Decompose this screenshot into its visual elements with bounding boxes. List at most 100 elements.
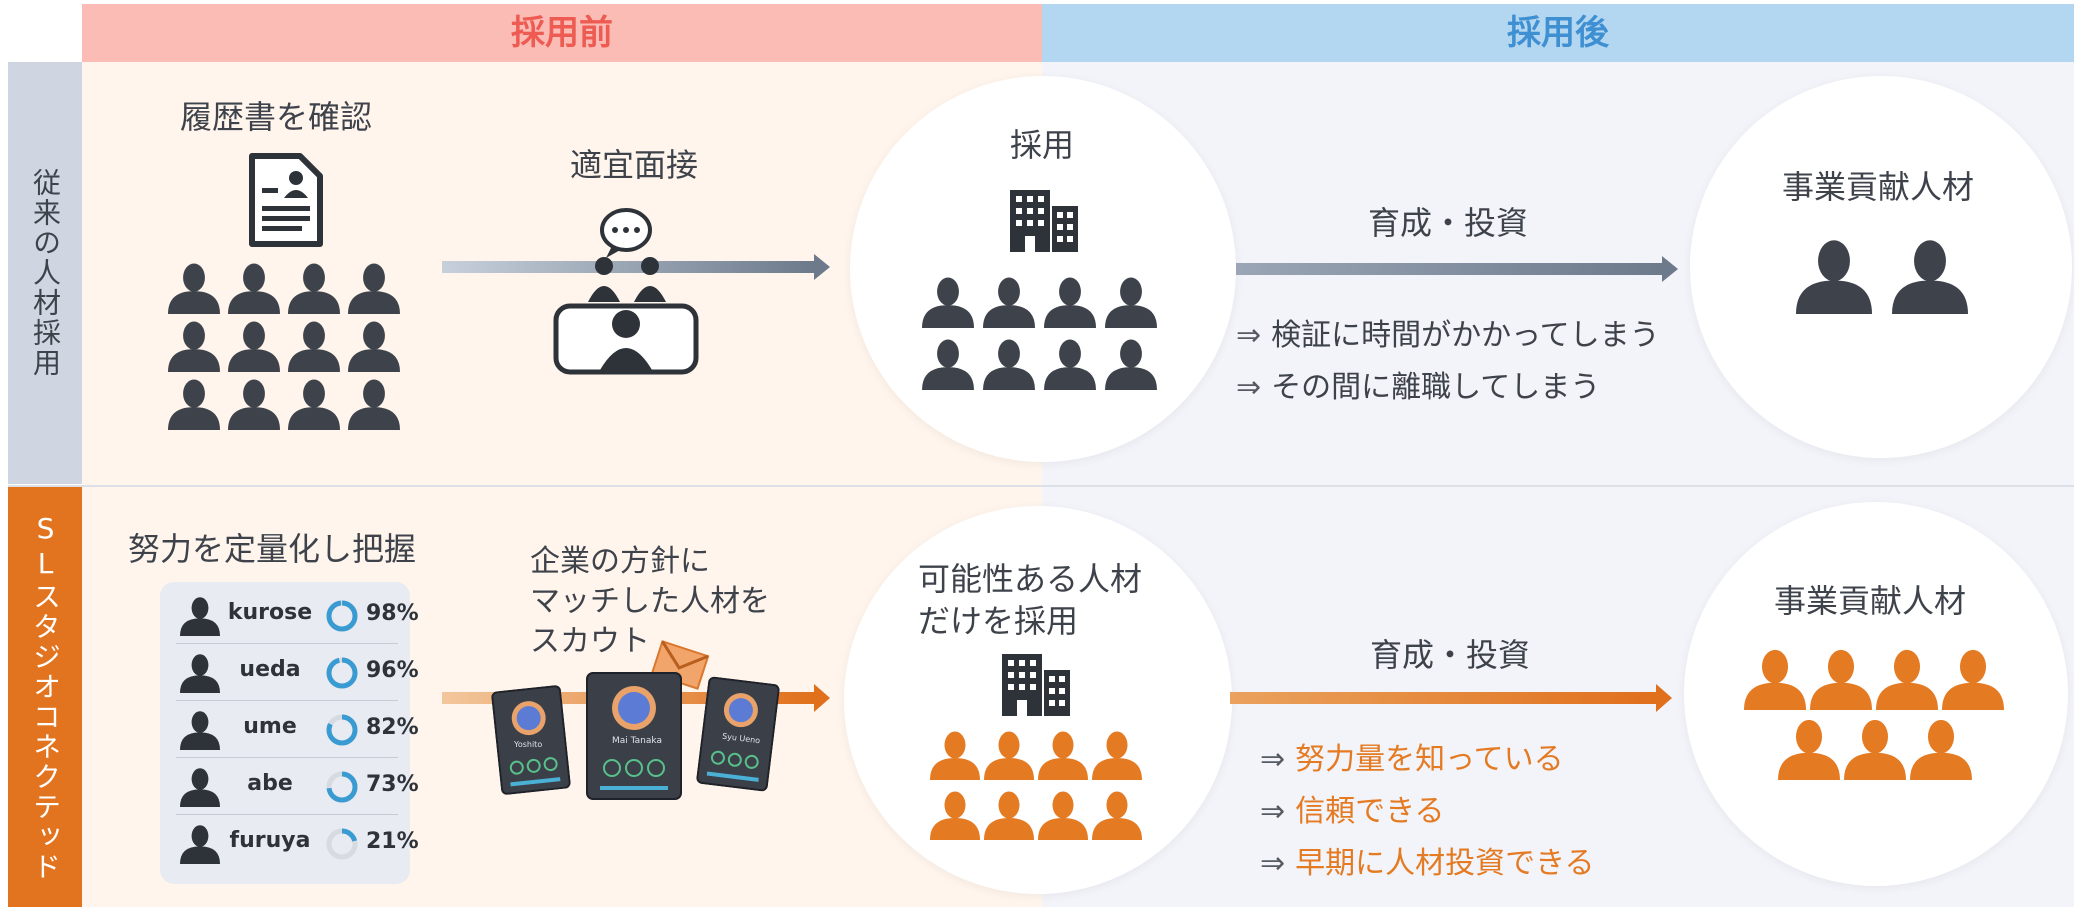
person-icon	[1044, 277, 1096, 328]
contributor-circle-top	[1690, 76, 2072, 458]
person-icon	[1105, 277, 1157, 328]
bottom-bullet-2: ⇒信頼できる	[1260, 794, 1445, 829]
person-icon	[1044, 339, 1096, 390]
progress-donut	[326, 600, 358, 632]
interview-icon	[552, 206, 702, 378]
ranking-percent: 21%	[366, 829, 419, 854]
person-icon	[180, 654, 220, 693]
top-bullet-1: ⇒検証に時間がかかってしまう	[1236, 318, 1660, 353]
person-icon	[180, 597, 220, 636]
person-icon	[1038, 731, 1088, 780]
person-icon	[1744, 649, 1806, 710]
person-icon	[1092, 791, 1142, 840]
ranking-name: abe	[247, 771, 293, 796]
row-label-traditional: 従来の人材採用	[8, 62, 82, 484]
user-avatar-icon	[180, 711, 220, 750]
person-icon	[1910, 719, 1972, 780]
person-icon	[180, 768, 220, 807]
person-icon	[348, 321, 400, 372]
arrow-train-top	[1236, 254, 1680, 284]
person-icon	[930, 791, 980, 840]
person-icon	[1778, 719, 1840, 780]
person-icon	[168, 379, 220, 430]
card-name-center: Mai Tanaka	[612, 736, 662, 746]
ranking-row: furuya 21%	[176, 816, 419, 872]
top-bullet-2: ⇒その間に離職してしまう	[1236, 370, 1601, 405]
scout-line-3: スカウト	[530, 624, 650, 659]
contributor-people-bottom	[1744, 648, 2008, 784]
card-name-left: Yoshito	[514, 740, 543, 749]
ranking-percent: 73%	[366, 772, 419, 797]
ranking-divider	[176, 814, 398, 815]
interview-label: 適宜面接	[570, 146, 699, 184]
person-icon	[1092, 731, 1142, 780]
ranking-divider	[176, 700, 398, 701]
person-icon	[1796, 240, 1872, 314]
ranking-percent: 82%	[366, 715, 419, 740]
person-icon	[180, 711, 220, 750]
bottom-bullet-3: ⇒早期に人材投資できる	[1260, 846, 1595, 881]
progress-donut	[326, 828, 358, 860]
person-icon	[228, 321, 280, 372]
person-icon	[168, 321, 220, 372]
train-invest-label-bottom: 育成・投資	[1370, 636, 1531, 674]
person-icon	[228, 379, 280, 430]
ranking-name: furuya	[229, 828, 311, 853]
person-icon	[1844, 719, 1906, 780]
person-icon	[288, 321, 340, 372]
row-label-sl: SLスタジオコネクテッド	[8, 487, 82, 907]
ranking-name: ueda	[239, 657, 301, 682]
arrow-train-bottom	[1230, 682, 1674, 714]
hire-line-1: 可能性ある人材	[918, 560, 1143, 598]
bottom-bullet-1: ⇒努力量を知っている	[1260, 742, 1564, 777]
profile-card-center	[586, 672, 682, 800]
building-icon-bottom	[1000, 650, 1072, 716]
hire-circle-top	[850, 76, 1236, 462]
progress-donut	[326, 714, 358, 746]
scout-line-1: 企業の方針に	[530, 544, 710, 579]
person-icon	[288, 263, 340, 314]
profile-card-left	[491, 685, 571, 796]
person-icon	[1892, 240, 1968, 314]
person-icon	[180, 825, 220, 864]
progress-donut	[326, 771, 358, 803]
train-invest-label-top: 育成・投資	[1368, 204, 1529, 242]
user-avatar-icon	[180, 825, 220, 864]
ranking-divider	[176, 643, 398, 644]
contributor-people-top	[1792, 238, 1972, 322]
ranking-percent: 98%	[366, 601, 419, 626]
progress-donut	[326, 657, 358, 689]
contributor-label-top: 事業貢献人材	[1782, 168, 1975, 206]
person-icon	[984, 791, 1034, 840]
person-icon	[348, 379, 400, 430]
person-icon	[1038, 791, 1088, 840]
ranking-divider	[176, 757, 398, 758]
resume-check-label: 履歴書を確認	[180, 98, 373, 136]
quantify-label: 努力を定量化し把握	[128, 530, 417, 568]
person-icon	[1942, 649, 2004, 710]
resume-icon	[246, 150, 326, 250]
header-before: 採用前	[82, 4, 1042, 62]
ranking-name: ume	[243, 714, 297, 739]
person-icon	[348, 263, 400, 314]
person-icon	[228, 263, 280, 314]
person-icon	[984, 731, 1034, 780]
hired-crowd-bottom	[930, 730, 1158, 848]
building-icon	[1008, 186, 1080, 252]
user-avatar-icon	[180, 768, 220, 807]
header-after: 採用後	[1042, 4, 2074, 62]
ranking-row: abe 73%	[176, 759, 419, 815]
hired-crowd-top	[922, 276, 1162, 396]
user-avatar-icon	[180, 597, 220, 636]
person-icon	[168, 263, 220, 314]
scout-line-2: マッチした人材を	[530, 584, 770, 619]
arrow-to-interview	[442, 252, 832, 282]
hire-label: 採用	[1010, 126, 1075, 164]
person-icon	[1810, 649, 1872, 710]
person-icon	[1876, 649, 1938, 710]
user-avatar-icon	[180, 654, 220, 693]
